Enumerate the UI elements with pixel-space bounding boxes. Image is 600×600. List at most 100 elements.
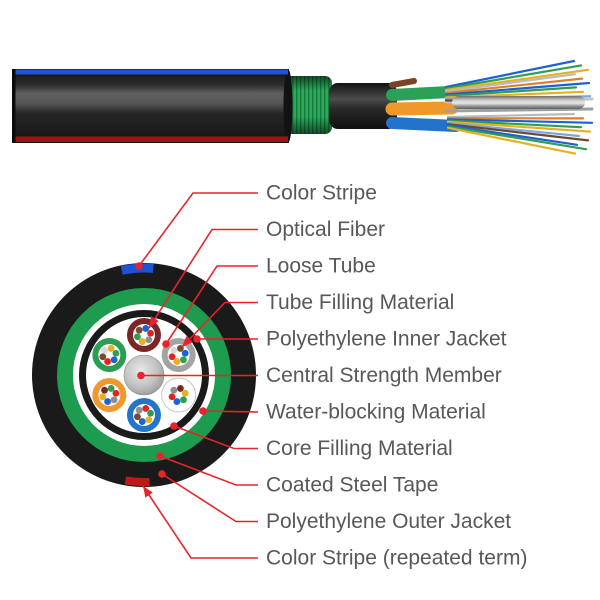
optical-fiber-dot [134, 413, 141, 421]
label-polyethylene-inner-jacket: Polyethylene Inner Jacket [266, 328, 507, 351]
marker-dot-polyethylene-inner-jacket [193, 335, 201, 343]
loose-tube-stub-orange [385, 101, 459, 116]
leader-loose-tube [165, 265, 258, 345]
loose-tube-lower-left [92, 378, 127, 412]
leader-tube-filling-material [181, 301, 258, 348]
optical-fiber-dot [181, 349, 189, 357]
optical-fiber-dot [138, 338, 146, 345]
optical-fiber-dot [181, 389, 189, 397]
optical-fiber-dot [142, 405, 150, 412]
marker-dot-central-strength-member [137, 371, 145, 380]
optical-fiber-dot [145, 416, 153, 424]
optical-fiber-dot [177, 385, 184, 392]
optical-fiber-dot [168, 393, 176, 401]
optical-fiber-dot [138, 418, 146, 425]
loose-tube-stub-blue [386, 117, 462, 132]
fiber-strand [446, 112, 576, 119]
fiber-strand [446, 119, 583, 129]
marker-dot-polyethylene-outer-jacket [158, 470, 166, 478]
loose-tube-stub-brown [389, 78, 417, 88]
leader-polyethylene-outer-jacket [161, 473, 258, 523]
label-central-strength-member: Central Strength Member [266, 364, 502, 387]
optical-fiber-dot [110, 356, 118, 364]
leader-color-stripe-bottom [142, 485, 258, 559]
marker-dot-coated-steel-tape [156, 452, 164, 460]
leader-coated-steel-tape [159, 455, 258, 486]
loose-tube-lower-right [161, 377, 197, 413]
optical-fiber-dot [135, 326, 143, 334]
leader-core-filling-material [173, 425, 258, 450]
loose-tube-upper-left [92, 338, 127, 372]
label-coated-steel-tape: Coated Steel Tape [266, 474, 438, 497]
fiber-strand [446, 123, 590, 142]
optical-fiber-dot [101, 346, 108, 354]
optical-fiber-dot [173, 358, 181, 365]
leader-color-stripe-top [138, 192, 258, 267]
marker-arrow-tube-filling-material [182, 335, 193, 347]
optical-fiber-dot [104, 358, 111, 365]
fiber-strand [446, 124, 579, 146]
color-stripe-bottom-arc [124, 476, 150, 486]
optical-fiber-dot [147, 329, 154, 337]
label-water-blocking-material: Water-blocking Material [266, 401, 486, 424]
fiber-strand [446, 118, 594, 124]
optical-fiber-dot [145, 336, 153, 344]
loose-tube-stub-green [386, 86, 455, 101]
optical-fiber-dot [180, 356, 187, 364]
marker-dot-loose-tube [162, 340, 170, 348]
optical-fiber-dot [104, 398, 111, 405]
loose-tube-upper-right [161, 338, 196, 372]
optical-fiber-dot [112, 349, 120, 357]
fiber-strand [444, 77, 584, 95]
fiber-strand [446, 125, 588, 151]
steel-armor-shading [284, 76, 332, 134]
fiber-strand [444, 107, 594, 113]
fiber-strand [446, 120, 592, 133]
optical-fiber-dot [112, 389, 120, 397]
optical-fiber-dot [107, 345, 115, 352]
fiber-strand [446, 121, 581, 138]
color-stripe-red-3d [12, 136, 288, 142]
marker-dot-color-stripe-top [135, 262, 143, 270]
leader-optical-fiber [148, 228, 258, 329]
optical-fiber-dot [99, 393, 107, 401]
fiber-strand [444, 86, 578, 98]
cable-cut-face [12, 69, 16, 142]
optical-fiber-dot [170, 386, 178, 394]
marker-arrow-optical-fiber [149, 316, 159, 328]
label-polyethylene-outer-jacket: Polyethylene Outer Jacket [266, 510, 511, 533]
label-core-filling-material: Core Filling Material [266, 437, 453, 460]
cable-3d [12, 59, 594, 155]
optical-fiber-dot [168, 353, 176, 361]
optical-fiber-dot [134, 333, 141, 341]
label-loose-tube: Loose Tube [266, 255, 376, 278]
optical-fiber-dot [173, 398, 181, 405]
optical-fiber-dot [110, 396, 118, 404]
optical-fiber-dot [147, 409, 154, 417]
color-stripe-blue-3d [12, 69, 288, 75]
marker-dot-water-blocking-material [199, 407, 207, 415]
fiber-strand [444, 64, 583, 90]
optical-fiber-dot [99, 353, 107, 361]
label-color-stripe-top: Color Stripe [266, 182, 377, 205]
loose-tube-top [127, 318, 161, 352]
fiber-strand [444, 59, 576, 89]
strength-member-rod [452, 96, 585, 109]
optical-fiber-dot [135, 406, 143, 414]
optical-fiber-dot [101, 386, 108, 394]
label-tube-filling-material: Tube Filling Material [266, 291, 454, 314]
optical-fiber-dot [107, 385, 115, 392]
fiber-strand [444, 73, 577, 93]
optical-fiber-dot [180, 396, 187, 404]
inner-jacket-3d [329, 83, 397, 129]
leader-water-blocking-material [202, 410, 259, 413]
fiber-strand [444, 81, 591, 96]
label-color-stripe-bottom: Color Stripe (repeated term) [266, 547, 527, 570]
loose-tube-bottom [127, 398, 161, 432]
optical-fiber-dot [170, 346, 178, 354]
optical-fiber-dot [142, 325, 150, 332]
marker-dot-core-filling-material [170, 422, 178, 430]
